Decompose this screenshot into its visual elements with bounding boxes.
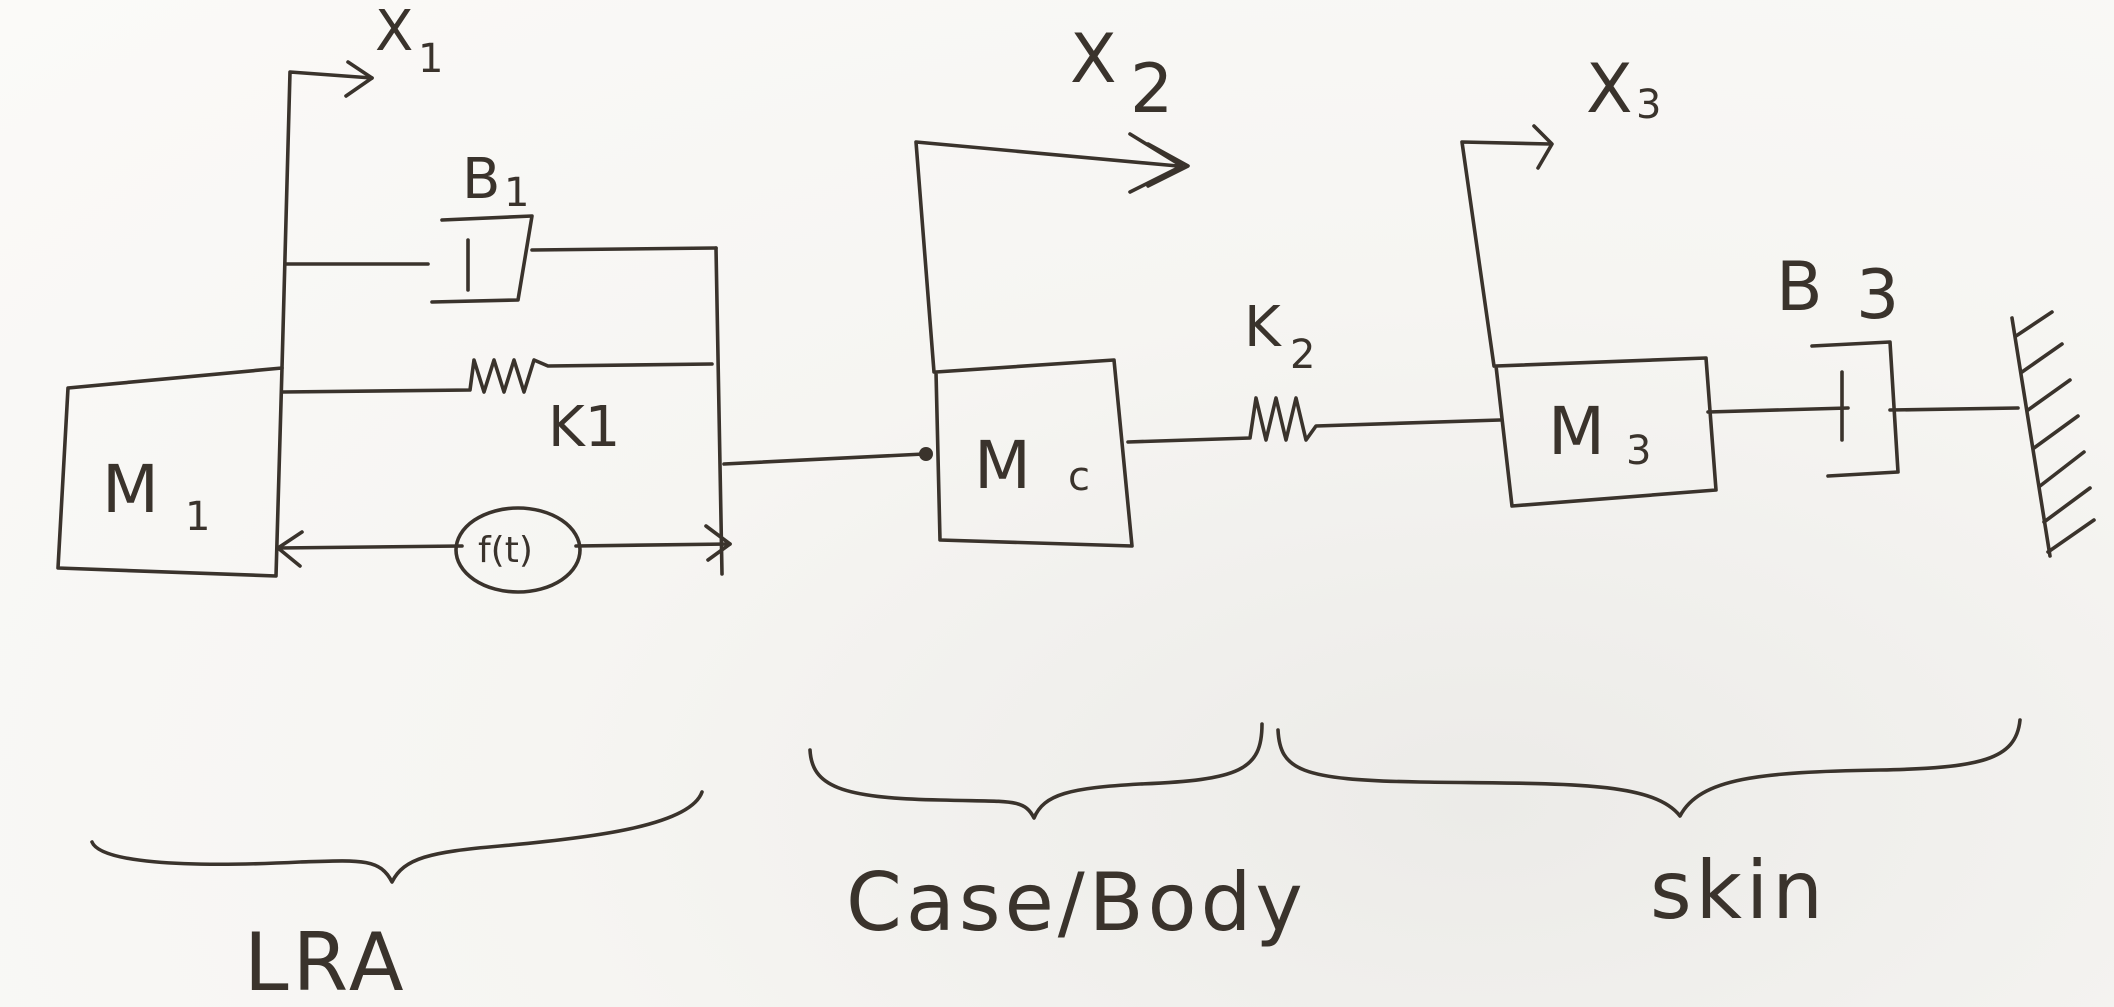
group-lra-label: LRA [244, 916, 408, 1007]
group-skin-label: skin [1650, 844, 1827, 937]
mass-m1-label: M [102, 451, 159, 528]
lra-frame [276, 214, 926, 576]
mass-m1: M 1 [56, 366, 284, 578]
force-label: f(t) [478, 530, 533, 571]
mass-m1-subscript: 1 [185, 494, 210, 540]
displacement-x3-subscript: 3 [1636, 82, 1661, 128]
spring-k1-label: K1 [548, 395, 620, 460]
displacement-x2: X 2 [914, 20, 1190, 374]
displacement-x1-label: X [375, 0, 413, 64]
spring-k2-subscript: 2 [1290, 332, 1315, 378]
damper-b3-subscript: 3 [1856, 256, 1899, 335]
mass-m3-subscript: 3 [1626, 428, 1651, 474]
spring-k1: K1 [548, 395, 620, 460]
displacement-x3-label: X [1586, 50, 1633, 129]
mass-m3: M 3 [1494, 356, 1718, 508]
displacement-x1-subscript: 1 [418, 36, 443, 82]
spring-k2: K 2 [1126, 295, 1502, 444]
displacement-x2-subscript: 2 [1130, 50, 1173, 129]
damper-b1-label: B [462, 147, 500, 212]
displacement-x3: X 3 [1460, 50, 1661, 368]
group-skin: skin [1276, 718, 2022, 937]
force-circle [454, 506, 582, 594]
damper-b3-label: B [1776, 248, 1823, 327]
mass-mc-subscript: c [1068, 454, 1090, 500]
group-case-body-label: Case/Body [846, 856, 1307, 949]
mass-m3-label: M [1548, 393, 1605, 470]
group-case-body: Case/Body [808, 722, 1307, 949]
mass-mc: M c [919, 358, 1134, 548]
pivot-dot [919, 447, 933, 461]
ground-wall [2010, 310, 2096, 558]
displacement-x1: X 1 [280, 0, 443, 370]
damper-b1-subscript: 1 [504, 170, 529, 216]
spring-k2-label: K [1244, 295, 1282, 360]
damper-b3: B 3 [1706, 248, 2020, 478]
damper-b1: B 1 [462, 147, 529, 216]
group-lra: LRA [90, 790, 704, 1007]
mass-mc-label: M [974, 427, 1031, 504]
force-source: f(t) [454, 506, 582, 594]
displacement-x2-label: X [1070, 20, 1117, 99]
